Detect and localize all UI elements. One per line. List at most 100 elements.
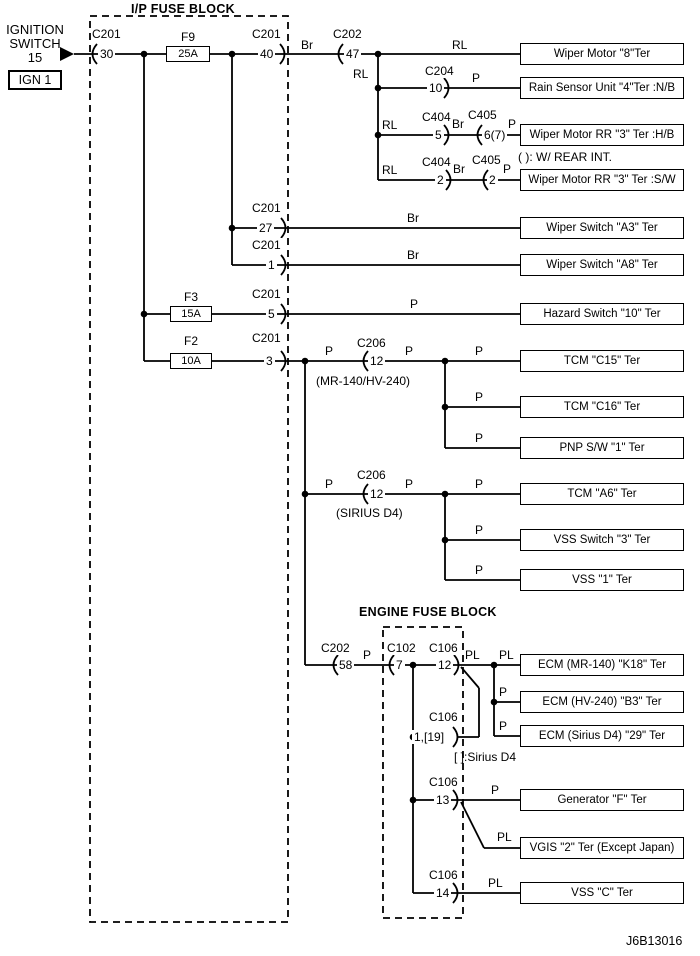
connector-pin-c204-10: 10 <box>427 81 445 95</box>
terminal-generator-f: Generator "F" Ter <box>520 789 684 811</box>
wire-color-label: P <box>475 431 484 445</box>
wire-color-label: Br <box>407 248 419 262</box>
ip-fuse-block-outline <box>89 15 289 923</box>
wire-color-label: PL <box>465 648 480 662</box>
connector-name-c404-2: C404 <box>421 155 452 169</box>
connector-pin-c405-67: 6(7) <box>482 128 508 142</box>
connector-pin-c201-27: 27 <box>257 221 275 235</box>
wire-color-label: P <box>405 344 414 358</box>
terminal-ecm-hv240-b3: ECM (HV-240) "B3" Ter <box>520 691 684 713</box>
wire-color-label: P <box>475 344 484 358</box>
ignition-switch-source: IGNITION SWITCH 15 <box>0 23 70 65</box>
wire-color-label: P <box>475 477 484 491</box>
connector-pin-c201-5: 5 <box>266 307 277 321</box>
terminal-vgis-2: VGIS "2" Ter (Except Japan) <box>520 837 684 859</box>
terminal-tcm-a6: TCM "A6" Ter <box>520 483 684 505</box>
connector-name-c201-5: C201 <box>251 287 282 301</box>
connector-pin-c201-30: 30 <box>98 47 116 61</box>
diagram-id: J6B13016 <box>626 934 683 948</box>
wire-color-label: P <box>325 344 334 358</box>
connector-name-c106-14: C106 <box>428 868 459 882</box>
connector-name-c106-1: C106 <box>428 710 459 724</box>
connector-name-c106-12: C106 <box>428 641 459 655</box>
wire-segments <box>74 53 520 894</box>
source-line2: SWITCH <box>9 36 61 51</box>
wire-color-label: Br <box>452 117 464 131</box>
connector-name-c102-7: C102 <box>386 641 417 655</box>
engine-fuse-block-title: ENGINE FUSE BLOCK <box>359 605 497 619</box>
connector-pin-c106-13: 13 <box>434 793 452 807</box>
terminal-wiper-motor-8: Wiper Motor "8"Ter <box>520 43 684 65</box>
connector-pin-c106-1: 1,[19] <box>412 730 447 744</box>
wire-color-label: P <box>499 685 508 699</box>
wire-color-label: P <box>475 390 484 404</box>
connector-name-c201-1: C201 <box>251 238 282 252</box>
wire-color-label: P <box>325 477 334 491</box>
connector-name-c201-27: C201 <box>251 201 282 215</box>
terminal-wiper-switch-a8: Wiper Switch "A8" Ter <box>520 254 684 276</box>
fuse-f3-rating: 15A <box>170 306 212 322</box>
connector-pin-c206-a: 12 <box>368 354 386 368</box>
terminal-hazard-switch-10: Hazard Switch "10" Ter <box>520 303 684 325</box>
connector-pin-c206-b: 12 <box>368 487 386 501</box>
wire-color-label: RL <box>452 38 468 52</box>
connector-pin-c106-12: 12 <box>436 658 454 672</box>
wire-color-label: PL <box>499 648 514 662</box>
terminal-vss-c: VSS "C" Ter <box>520 882 684 904</box>
wire-color-label: Br <box>301 38 313 52</box>
wire-color-label: Br <box>453 162 465 176</box>
terminal-tcm-c16: TCM "C16" Ter <box>520 396 684 418</box>
connector-name-c201-30: C201 <box>91 27 122 41</box>
connector-name-c202-58: C202 <box>320 641 351 655</box>
connector-pin-c202-47: 47 <box>344 47 362 61</box>
connector-name-c206-b: C206 <box>356 468 387 482</box>
terminal-pnp-sw-1: PNP S/W "1" Ter <box>520 437 684 459</box>
fuse-f3-name: F3 <box>183 290 198 304</box>
wire-color-label: P <box>508 117 517 131</box>
wire-color-label: P <box>503 162 512 176</box>
wire-color-label: P <box>491 783 500 797</box>
connector-pin-c404-5: 5 <box>433 128 444 142</box>
wire-color-label: PL <box>488 876 503 890</box>
connector-pin-c102-7: 7 <box>394 658 405 672</box>
connector-pin-c202-58: 58 <box>337 658 355 672</box>
wire-color-label: RL <box>382 118 398 132</box>
connector-pin-c201-40: 40 <box>258 47 276 61</box>
wire-color-label: RL <box>353 67 369 81</box>
connector-pin-c405-2: 2 <box>487 173 498 187</box>
power-feed-arrow-icon <box>60 47 74 61</box>
fuse-f9-rating: 25A <box>166 46 210 62</box>
wire-color-label: P <box>405 477 414 491</box>
connector-name-c206-a: C206 <box>356 336 387 350</box>
wire-color-label: P <box>475 563 484 577</box>
wire-color-label: P <box>363 648 372 662</box>
connector-name-c201-3: C201 <box>251 331 282 345</box>
note-mr140-hv240: (MR-140/HV-240) <box>316 374 411 388</box>
wire-color-label: P <box>475 523 484 537</box>
terminal-wiper-motor-rr-hb: Wiper Motor RR "3" Ter :H/B <box>520 124 684 146</box>
wire-color-label: P <box>499 719 508 733</box>
engine-fuse-block-outline <box>382 626 464 919</box>
terminal-rain-sensor-unit: Rain Sensor Unit "4"Ter :N/B <box>520 77 684 99</box>
source-pin: 15 <box>27 50 43 65</box>
fuse-f9-name: F9 <box>180 30 195 44</box>
terminal-tcm-c15: TCM "C15" Ter <box>520 350 684 372</box>
note-bracket-sirius-d4: [ ]:Sirius D4 <box>454 750 517 764</box>
terminal-vss-switch-3: VSS Switch "3" Ter <box>520 529 684 551</box>
connector-name-c201-40: C201 <box>251 27 282 41</box>
connector-name-c405-67: C405 <box>467 108 498 122</box>
connector-name-c202-47: C202 <box>332 27 363 41</box>
note-rear-int: ( ): W/ REAR INT. <box>518 150 612 164</box>
connector-pin-c201-1: 1 <box>266 258 277 272</box>
connector-pin-c106-14: 14 <box>434 886 452 900</box>
terminal-vss-1: VSS "1" Ter <box>520 569 684 591</box>
connector-name-c405-2: C405 <box>471 153 502 167</box>
wire-color-label: PL <box>497 830 512 844</box>
terminal-wiper-motor-rr-sw: Wiper Motor RR "3" Ter :S/W <box>520 169 684 191</box>
note-sirius-d4-variant: (SIRIUS D4) <box>336 506 403 520</box>
wire-color-label: P <box>410 297 419 311</box>
connector-arcs <box>91 43 489 904</box>
wire-color-label: Br <box>407 211 419 225</box>
